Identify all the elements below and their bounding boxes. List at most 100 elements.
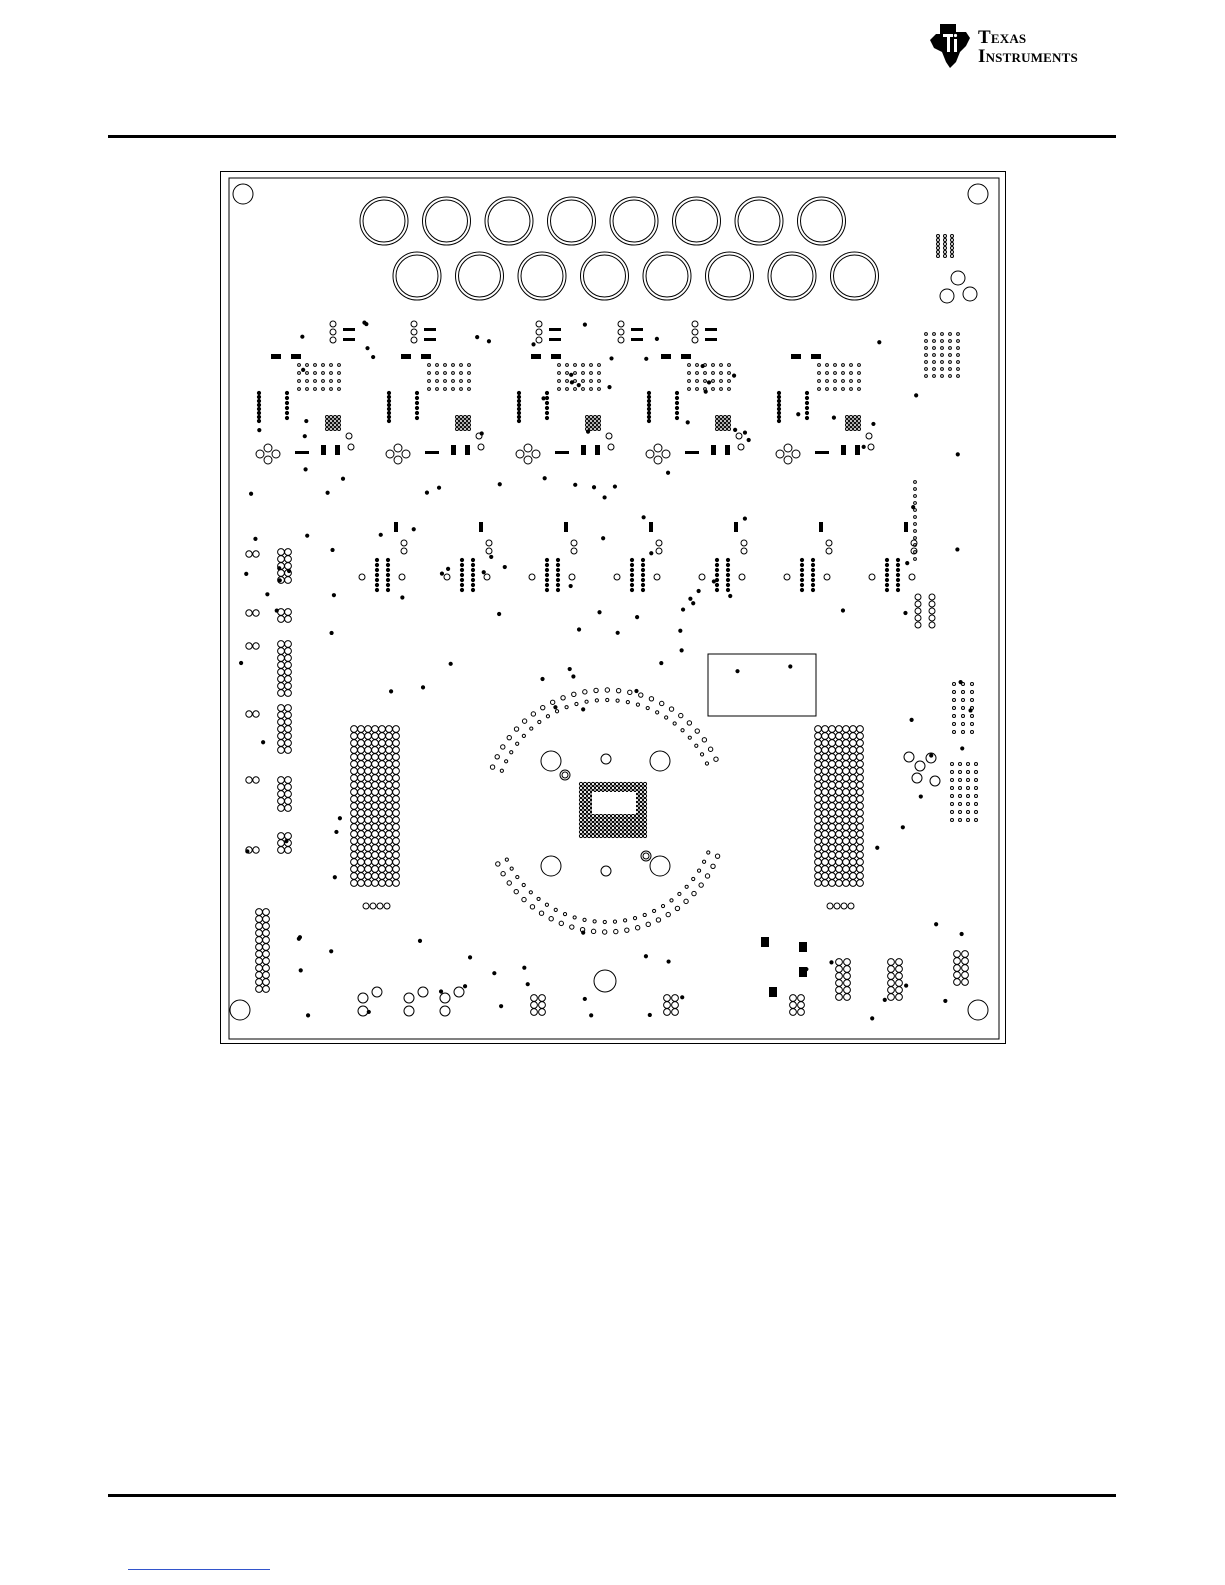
bga-pad-array	[583, 830, 586, 833]
test-point	[912, 773, 922, 783]
via	[460, 558, 463, 561]
connector-pin-array	[836, 803, 843, 810]
connector-pin-array	[822, 852, 829, 859]
connector-pin-array	[836, 866, 843, 873]
header-pin	[263, 972, 270, 979]
via	[503, 565, 506, 568]
capacitor-ring	[940, 289, 954, 303]
connector-pin-array	[822, 726, 829, 733]
via	[885, 573, 888, 576]
connector-pin-array	[815, 761, 822, 768]
connector-pin-array	[815, 747, 822, 754]
connector-pin-array	[351, 838, 358, 845]
connector-pin-array	[829, 789, 836, 796]
via-ring	[411, 321, 417, 327]
via	[554, 706, 557, 709]
connector-pin-array	[815, 726, 822, 733]
connector-pin-array	[822, 810, 829, 817]
test-point	[253, 777, 259, 783]
connector-pin-array	[358, 789, 365, 796]
bga-pad-array	[595, 830, 598, 833]
bga-pad-array	[607, 782, 610, 785]
bga-pad-array	[643, 822, 646, 825]
via	[297, 937, 300, 940]
via-array	[933, 361, 936, 364]
connector-pin-array	[358, 852, 365, 859]
terminal-ring-inner	[584, 255, 626, 297]
header-pin	[888, 980, 895, 987]
via	[630, 573, 633, 576]
connector-pin-array	[365, 747, 372, 754]
bga-pad-array	[603, 782, 606, 785]
ic-pad-array	[468, 420, 471, 423]
via-ring	[484, 574, 490, 580]
via	[583, 323, 586, 326]
smd-pad	[595, 445, 600, 455]
bga-pad-array	[631, 818, 634, 821]
via-ring	[826, 548, 832, 554]
connector-pin-array	[379, 873, 386, 880]
via-array	[975, 771, 978, 774]
bga-pad-array	[611, 786, 614, 789]
ic-pad-array	[468, 424, 471, 427]
header-pin	[539, 995, 546, 1002]
via-array	[306, 364, 309, 367]
via	[545, 568, 548, 571]
bga-pad-array	[607, 814, 610, 817]
header-pin	[962, 958, 969, 965]
terminal-ring	[518, 252, 566, 300]
ic-pad-array	[937, 247, 940, 250]
connector-pin-array	[372, 859, 379, 866]
bga-pad-array	[587, 790, 590, 793]
terminal-ring-inner	[801, 200, 843, 242]
smd-pad	[531, 354, 541, 359]
bga-pad-array	[579, 782, 582, 785]
via-array	[957, 354, 960, 357]
via	[901, 826, 904, 829]
via	[635, 689, 638, 692]
via-ring	[348, 444, 354, 450]
via-ring	[695, 729, 699, 733]
via	[715, 558, 718, 561]
via-ring	[549, 917, 553, 921]
via	[885, 568, 888, 571]
ic-pad-array	[334, 424, 337, 427]
smd-pad	[631, 338, 643, 341]
via-ring	[537, 897, 540, 900]
via	[655, 337, 658, 340]
via-ring	[529, 891, 532, 894]
via	[811, 573, 814, 576]
via	[862, 445, 865, 448]
via-ring	[608, 444, 614, 450]
via-array	[696, 372, 699, 375]
via-ring	[495, 755, 499, 759]
bga-pad-array	[579, 822, 582, 825]
header-pin	[278, 690, 285, 697]
via	[517, 403, 520, 406]
via-array	[959, 803, 962, 806]
header-pin	[285, 683, 292, 690]
connector-pin-array	[850, 852, 857, 859]
connector-pin-array	[822, 733, 829, 740]
via	[415, 411, 418, 414]
header-pin	[285, 747, 292, 754]
bga-pad-array	[583, 790, 586, 793]
via	[630, 578, 633, 581]
via	[545, 396, 548, 399]
connector-pin-array	[836, 726, 843, 733]
connector-pin-array	[857, 852, 864, 859]
connector-pin-array	[358, 880, 365, 887]
connector-pin-array	[836, 782, 843, 789]
via	[777, 411, 780, 414]
via	[556, 588, 559, 591]
connector-pin-array	[815, 810, 822, 817]
connector-pin-array	[829, 726, 836, 733]
via-ring	[623, 919, 626, 922]
bga-pad-array	[579, 790, 582, 793]
connector-pin-array	[351, 796, 358, 803]
via-array	[949, 368, 952, 371]
footer-link-underline[interactable]	[128, 1569, 270, 1570]
via	[257, 415, 260, 418]
connector-pin-array	[829, 733, 836, 740]
via	[306, 534, 309, 537]
